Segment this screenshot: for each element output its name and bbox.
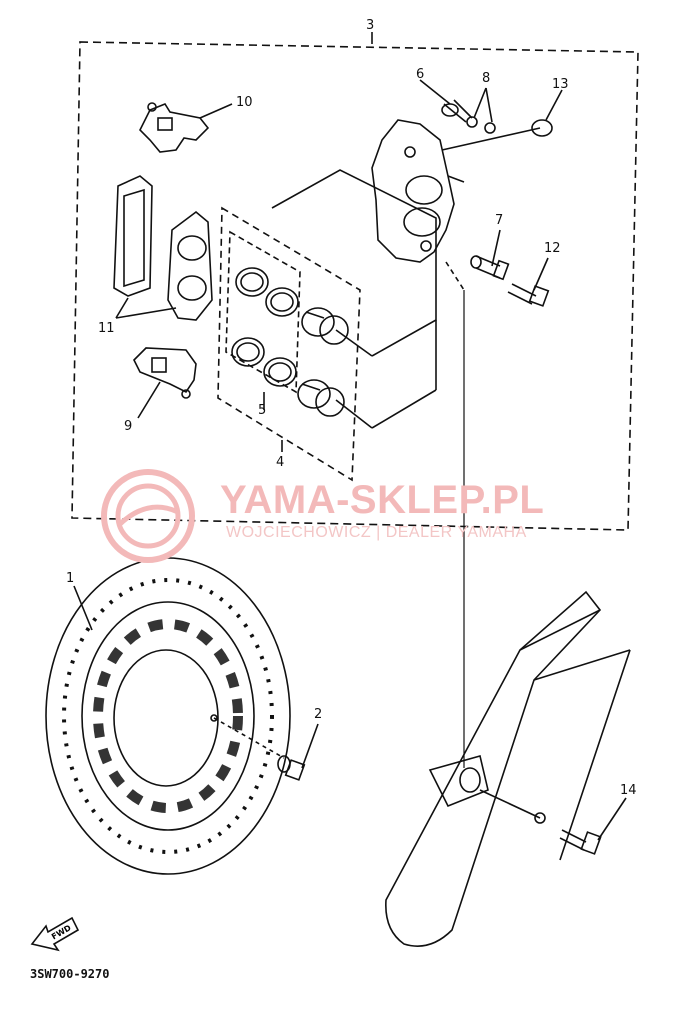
pistons-part-4 [297, 307, 349, 417]
callout-13: 13 [552, 77, 569, 92]
watermark-subtitle: WOJCIECHOWICZ | DEALER YAMAHA [226, 524, 527, 541]
caliper-assembly-box [71, 41, 639, 531]
brake-pads-part-11 [113, 175, 213, 321]
bleed-cap-part-13 [531, 119, 553, 137]
callout-6: 6 [416, 67, 425, 82]
callout-9: 9 [124, 419, 133, 434]
seal-kit-box [225, 230, 301, 394]
drawing-code: 3SW700-9270 [30, 967, 110, 981]
callout-2: 2 [314, 707, 323, 722]
pad-support-part-10 [139, 102, 210, 153]
callout-3: 3 [366, 18, 375, 33]
callout-8: 8 [482, 71, 491, 86]
callout-7: 7 [495, 213, 504, 228]
callout-4: 4 [276, 455, 285, 470]
caliper-bolt-part-14 [559, 829, 602, 855]
front-fork-leg [385, 590, 631, 947]
pin-part-7 [470, 255, 510, 281]
callout-12: 12 [544, 241, 561, 256]
pad-support-part-9 [133, 347, 197, 399]
forward-direction-arrow-icon [30, 916, 80, 952]
callout-5: 5 [258, 403, 267, 418]
watermark-title: YAMA-SKLEP.PL [220, 478, 545, 522]
disc-bolt-part-2 [213, 717, 306, 781]
piston-kit-box [217, 206, 361, 482]
caps-part-8 [466, 116, 496, 134]
watermark-logo-icon [101, 469, 195, 563]
seals-part-5 [231, 267, 299, 387]
bolt-part-12 [507, 283, 550, 307]
callout-1: 1 [66, 571, 75, 586]
callout-11: 11 [98, 321, 115, 336]
callout-10: 10 [236, 95, 253, 110]
caliper-body [371, 119, 465, 263]
callout-14: 14 [620, 783, 637, 798]
